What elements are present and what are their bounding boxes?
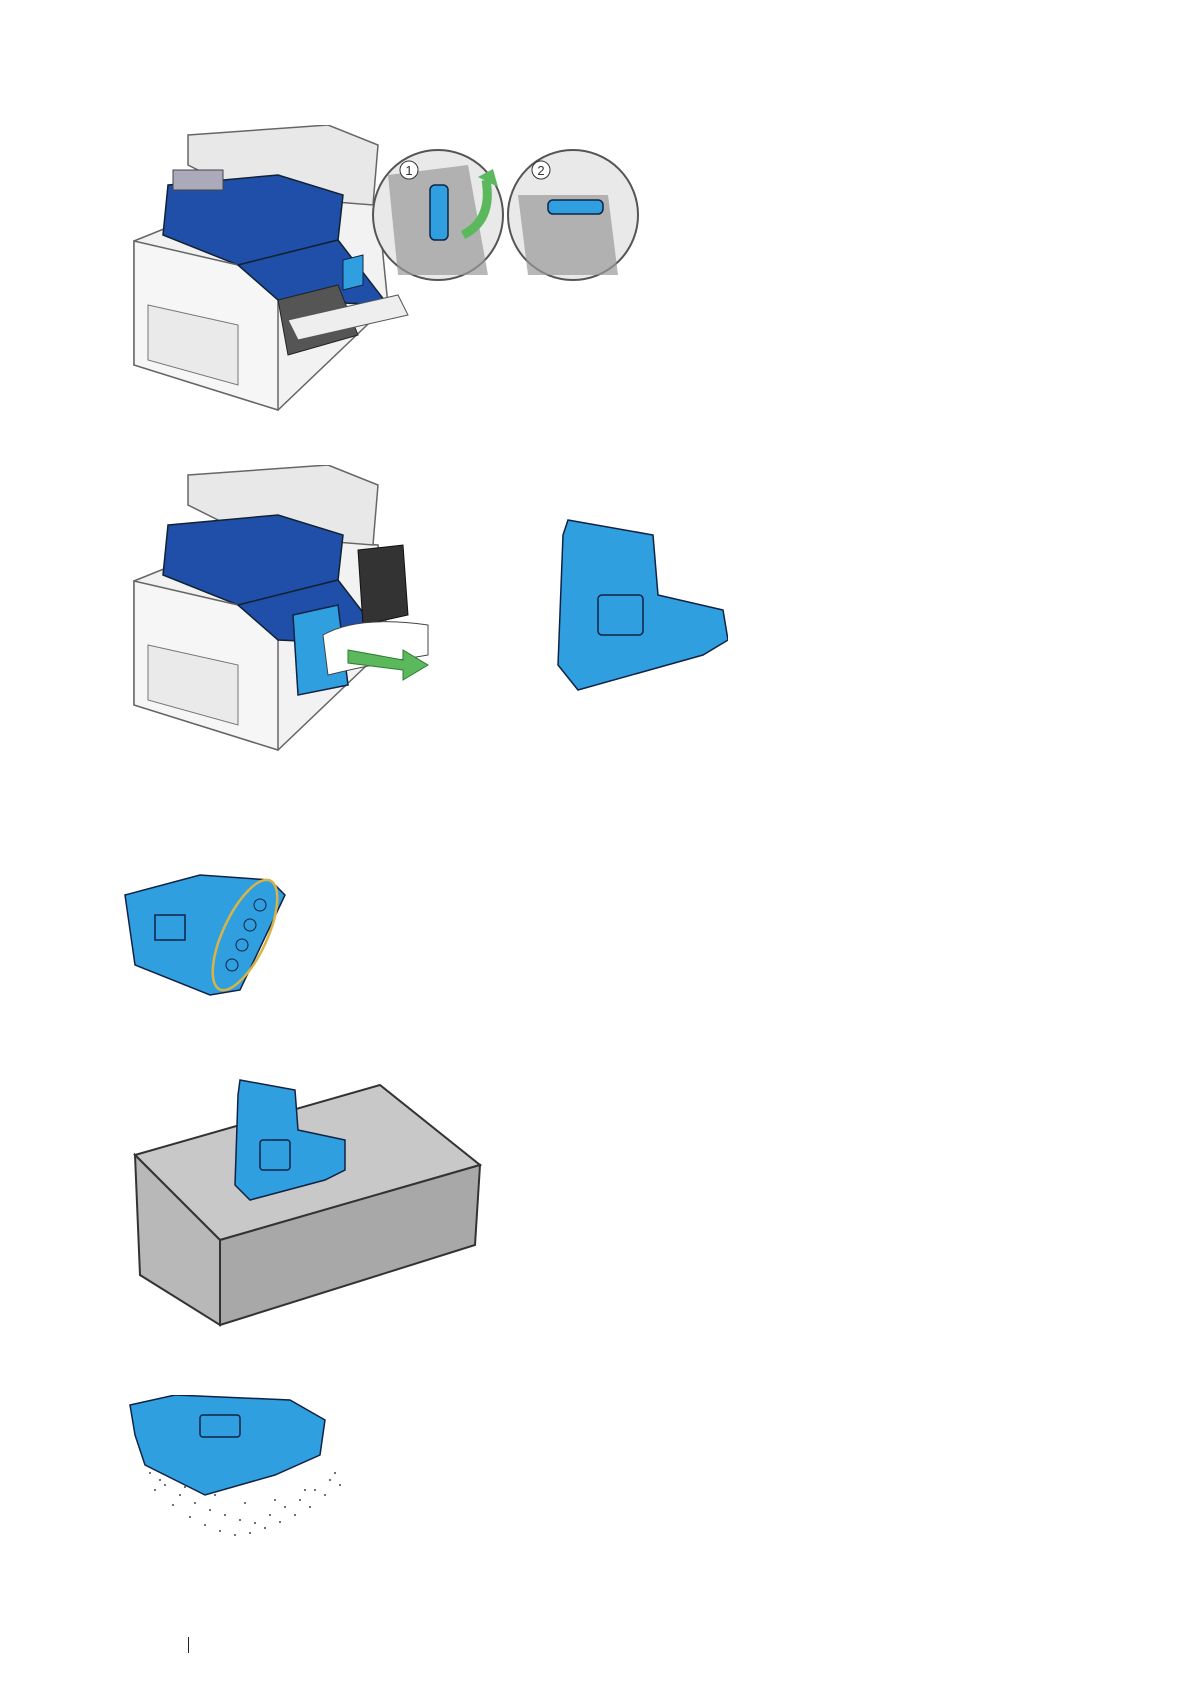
lock-lever-figure: 1 2 xyxy=(128,125,698,415)
waste-box-openings-figure xyxy=(120,855,310,1005)
table-icon xyxy=(135,1085,480,1325)
waste-box-icon xyxy=(125,875,285,995)
waste-box-upright-figure xyxy=(130,1075,490,1335)
remove-waste-box-figure xyxy=(128,465,728,765)
waste-box-icon xyxy=(558,520,728,690)
step-label-2: 2 xyxy=(537,163,544,178)
printer-icon xyxy=(134,125,408,410)
lever-closeup-2: 2 xyxy=(508,150,638,280)
footer-divider xyxy=(188,1637,189,1653)
step-label-1: 1 xyxy=(405,163,412,178)
lever-closeup-1: 1 xyxy=(373,150,503,280)
printer-icon xyxy=(134,465,428,750)
waste-box-toner-spill-figure xyxy=(125,1395,355,1540)
